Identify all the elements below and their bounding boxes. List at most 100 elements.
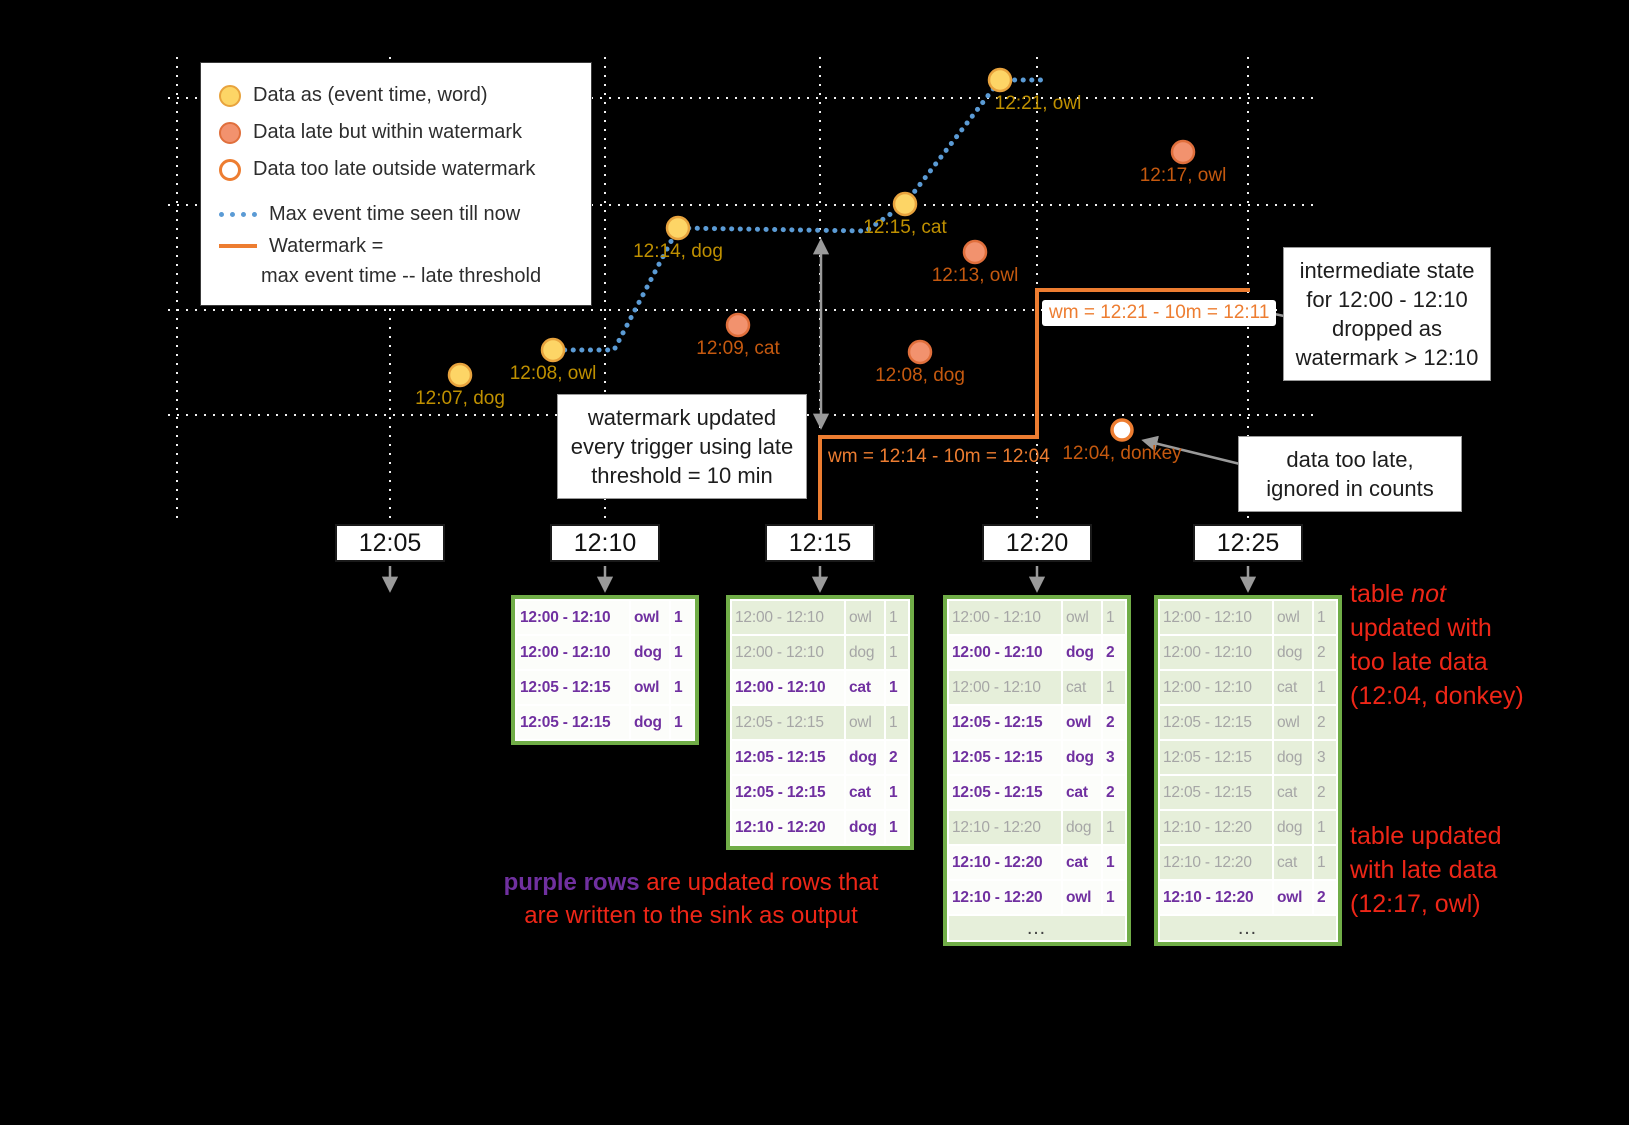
cell-count: 1 bbox=[886, 776, 908, 809]
cell-count: 1 bbox=[1103, 846, 1125, 879]
cell-window: 12:00 - 12:10 bbox=[1160, 601, 1272, 634]
cell-count: 2 bbox=[1103, 706, 1125, 739]
cell-count: 1 bbox=[1103, 811, 1125, 844]
cell-window: 12:05 - 12:15 bbox=[517, 706, 629, 739]
ellipsis-row: … bbox=[1160, 916, 1336, 940]
legend-item-max-event-time: Max event time seen till now bbox=[211, 198, 581, 231]
cell-word: dog bbox=[846, 811, 884, 844]
cell-window: 12:05 - 12:15 bbox=[732, 776, 844, 809]
cell-word: owl bbox=[1063, 706, 1101, 739]
cell-word: dog bbox=[631, 636, 669, 669]
cell-window: 12:10 - 12:20 bbox=[1160, 811, 1272, 844]
cell-count: 3 bbox=[1103, 741, 1125, 774]
legend-label: Data late but within watermark bbox=[253, 121, 523, 143]
data-point-label: 12:09, cat bbox=[696, 338, 780, 359]
late-point-icon bbox=[219, 121, 241, 144]
trigger-time-box-1215: 12:15 bbox=[765, 524, 875, 562]
ontime-data-point bbox=[892, 191, 918, 217]
watermark-formula-1: wm = 12:14 - 10m = 12:04 bbox=[828, 446, 1050, 467]
cell-count: 1 bbox=[886, 671, 908, 704]
callout-watermark-update: watermark updated every trigger using la… bbox=[557, 394, 807, 500]
late-data-point bbox=[725, 312, 751, 338]
cell-word: cat bbox=[846, 671, 884, 704]
cell-window: 12:00 - 12:10 bbox=[949, 671, 1061, 704]
cell-count: 3 bbox=[1314, 741, 1336, 774]
legend-label: Data as (event time, word) bbox=[253, 84, 488, 106]
data-point-label: 12:21, owl bbox=[994, 93, 1082, 114]
cell-word: dog bbox=[846, 741, 884, 774]
cell-count: 1 bbox=[1103, 601, 1125, 634]
data-point-label: 12:14, dog bbox=[633, 241, 723, 262]
annotation-updated-late: table updated with late data (12:17, owl… bbox=[1350, 822, 1502, 918]
cell-word: cat bbox=[846, 776, 884, 809]
legend-item-watermark-cont: max event time -- late threshold bbox=[211, 261, 581, 291]
cell-window: 12:10 - 12:20 bbox=[949, 846, 1061, 879]
trigger-time-box-1205: 12:05 bbox=[335, 524, 445, 562]
cell-word: dog bbox=[1063, 741, 1101, 774]
cell-window: 12:00 - 12:10 bbox=[517, 601, 629, 634]
ontime-data-point bbox=[987, 67, 1013, 93]
cell-count: 2 bbox=[1103, 776, 1125, 809]
data-point-label: 12:08, dog bbox=[875, 365, 965, 386]
cell-word: dog bbox=[1063, 636, 1101, 669]
ontime-data-point bbox=[447, 362, 473, 388]
annotation-not-updated: table not updated with too late data (12… bbox=[1350, 577, 1524, 713]
cell-word: dog bbox=[1274, 636, 1312, 669]
data-point-label: 12:17, owl bbox=[1139, 165, 1227, 186]
legend-item-ontime: Data as (event time, word) bbox=[211, 77, 581, 114]
cell-word: owl bbox=[846, 601, 884, 634]
cell-window: 12:05 - 12:15 bbox=[1160, 706, 1272, 739]
cell-window: 12:10 - 12:20 bbox=[949, 811, 1061, 844]
cell-window: 12:00 - 12:10 bbox=[949, 636, 1061, 669]
cell-count: 2 bbox=[886, 741, 908, 774]
cell-word: cat bbox=[1274, 776, 1312, 809]
late-data-point bbox=[962, 239, 988, 265]
watermark-formula-2: wm = 12:21 - 10m = 12:11 bbox=[1042, 300, 1277, 326]
data-points bbox=[447, 67, 1196, 442]
cell-count: 1 bbox=[1314, 601, 1336, 634]
ontime-data-point bbox=[665, 215, 691, 241]
cell-count: 1 bbox=[671, 636, 693, 669]
cell-word: owl bbox=[846, 706, 884, 739]
cell-count: 1 bbox=[1314, 811, 1336, 844]
ontime-point-icon bbox=[219, 84, 241, 107]
text-segment: table bbox=[1350, 580, 1412, 608]
cell-count: 1 bbox=[886, 601, 908, 634]
cell-word: dog bbox=[1274, 741, 1312, 774]
cell-window: 12:05 - 12:15 bbox=[1160, 776, 1272, 809]
cell-word: owl bbox=[1063, 881, 1101, 914]
cell-count: 1 bbox=[671, 706, 693, 739]
cell-window: 12:00 - 12:10 bbox=[732, 636, 844, 669]
cell-word: dog bbox=[1063, 811, 1101, 844]
cell-count: 2 bbox=[1103, 636, 1125, 669]
cell-window: 12:00 - 12:10 bbox=[517, 636, 629, 669]
cell-window: 12:10 - 12:20 bbox=[949, 881, 1061, 914]
cell-window: 12:10 - 12:20 bbox=[1160, 881, 1272, 914]
cell-word: owl bbox=[1274, 881, 1312, 914]
text-segment: are updated rows that are written to the… bbox=[524, 869, 879, 929]
cell-window: 12:05 - 12:15 bbox=[949, 776, 1061, 809]
max-event-time-line bbox=[553, 77, 1045, 353]
late-data-point bbox=[1170, 139, 1196, 165]
cell-word: owl bbox=[631, 671, 669, 704]
cell-count: 1 bbox=[1103, 671, 1125, 704]
cell-window: 12:10 - 12:20 bbox=[1160, 846, 1272, 879]
